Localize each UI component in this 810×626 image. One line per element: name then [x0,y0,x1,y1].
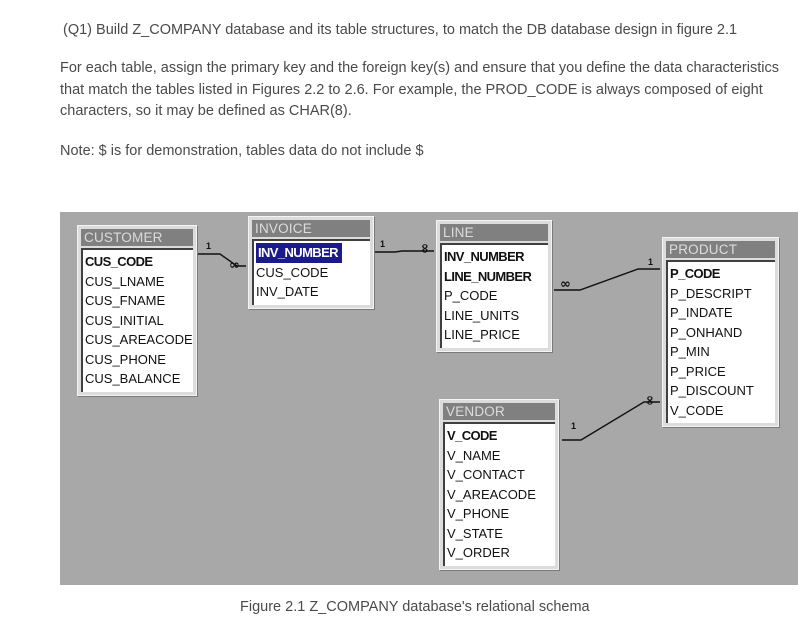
field-v-contact[interactable]: V_CONTACT [447,467,525,482]
line-table-title[interactable]: LINE [440,224,548,241]
field-p-price[interactable]: P_PRICE [670,363,726,379]
rel-many-invoice: ∞ [229,258,240,273]
product-table[interactable]: PRODUCT P_CODE P_DESCRIPT P_INDATE P_ONH… [662,237,779,427]
invoice-field-list[interactable]: INV_NUMBER CUS_CODE INV_DATE [252,239,370,305]
field-p-code[interactable]: P_CODE [670,266,720,281]
field-v-name[interactable]: V_NAME [447,447,501,463]
field-p-min[interactable]: P_MIN [670,344,710,359]
field-cus-lname[interactable]: CUS_LNAME [85,273,165,289]
rel-one-product: 1 [648,257,653,267]
customer-table[interactable]: CUSTOMER CUS_CODE CUS_LNAME CUS_FNAME CU… [77,225,197,396]
field-p-discount[interactable]: P_DISCOUNT [670,383,754,398]
field-p-onhand[interactable]: P_ONHAND [670,324,743,340]
product-table-title[interactable]: PRODUCT [666,241,775,258]
field-line-number[interactable]: LINE_NUMBER [444,268,532,284]
field-line-units[interactable]: LINE_UNITS [444,307,520,323]
rel-one-invoice: 1 [380,239,385,249]
vendor-table-title[interactable]: VENDOR [443,403,555,420]
field-p-descript[interactable]: P_DESCRIPT [670,285,752,301]
line-field-list[interactable]: INV_NUMBER LINE_NUMBER P_CODE LINE_UNITS… [440,243,548,348]
invoice-table[interactable]: INVOICE INV_NUMBER CUS_CODE INV_DATE [248,216,374,309]
field-line-price[interactable]: LINE_PRICE [444,327,520,342]
field-line-p-code[interactable]: P_CODE [444,288,498,303]
field-cus-code[interactable]: CUS_CODE [85,254,153,269]
field-line-inv-number[interactable]: INV_NUMBER [444,249,525,264]
field-cus-fname[interactable]: CUS_FNAME [85,293,166,308]
note-text: Note: $ is for demonstration, tables dat… [60,143,424,159]
vendor-field-list[interactable]: V_CODE V_NAME V_CONTACT V_AREACODE V_PHO… [443,422,555,566]
field-cus-areacode[interactable]: CUS_AREACODE [85,332,193,347]
field-inv-date[interactable]: INV_DATE [256,284,319,299]
instructions-paragraph: For each table, assign the primary key a… [60,60,779,119]
rel-many-line-from-invoice: ∞ [417,243,432,254]
customer-table-title[interactable]: CUSTOMER [81,229,193,246]
rel-line-invoice-line [375,250,434,253]
rel-one-vendor: 1 [571,421,576,431]
field-v-areacode[interactable]: V_AREACODE [447,486,536,502]
question-title: (Q1) Build Z_COMPANY database and its ta… [63,22,738,38]
field-p-v-code[interactable]: V_CODE [670,402,724,418]
relationship-lines: 1 1 1 1 ∞ ∞ ∞ ∞ [197,239,660,441]
field-inv-number[interactable]: INV_NUMBER [255,242,343,264]
relational-schema-diagram: 1 1 1 1 ∞ ∞ ∞ ∞ CUSTOMER CUS_CODE CUS_LN… [60,212,798,585]
figure-caption: Figure 2.1 Z_COMPANY database's relation… [240,599,590,615]
product-field-list[interactable]: P_CODE P_DESCRIPT P_INDATE P_ONHAND P_MI… [666,260,775,423]
customer-field-list[interactable]: CUS_CODE CUS_LNAME CUS_FNAME CUS_INITIAL… [81,248,193,392]
invoice-table-title[interactable]: INVOICE [252,220,370,237]
rel-line-line-product [554,268,660,291]
field-cus-phone[interactable]: CUS_PHONE [85,351,166,367]
field-v-phone[interactable]: V_PHONE [447,506,510,521]
field-inv-cus-code[interactable]: CUS_CODE [256,264,329,280]
field-v-state[interactable]: V_STATE [447,525,503,541]
field-v-order[interactable]: V_ORDER [447,545,510,560]
vendor-table[interactable]: VENDOR V_CODE V_NAME V_CONTACT V_AREACOD… [439,399,559,570]
rel-many-line-from-product: ∞ [560,277,571,292]
rel-line-vendor-product [562,401,660,441]
line-table[interactable]: LINE INV_NUMBER LINE_NUMBER P_CODE LINE_… [436,220,552,352]
rel-many-product: ∞ [642,395,657,406]
invoice-key-row: INV_NUMBER [255,242,367,264]
field-cus-initial[interactable]: CUS_INITIAL [85,312,164,328]
field-cus-balance[interactable]: CUS_BALANCE [85,371,181,386]
field-p-indate[interactable]: P_INDATE [670,305,733,320]
rel-line-customer-invoice [197,253,246,267]
field-v-code[interactable]: V_CODE [447,428,497,443]
rel-one-customer: 1 [206,241,211,251]
